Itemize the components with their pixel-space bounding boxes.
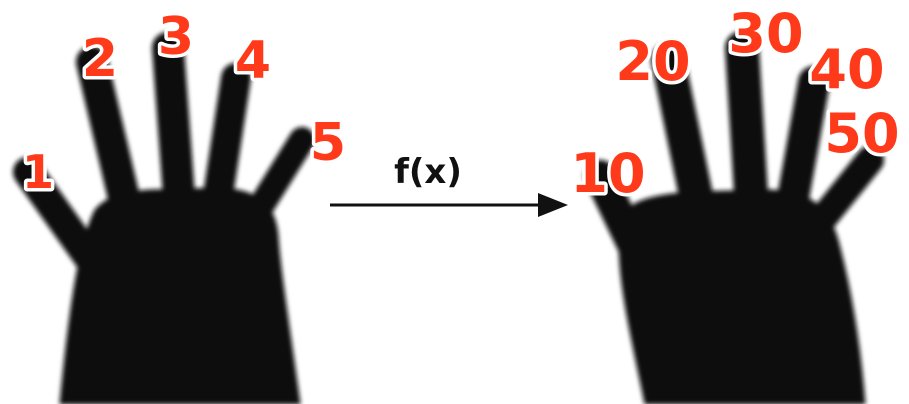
left-label-ring: 4 [235, 31, 271, 91]
left-label-thumb: 1 [22, 145, 54, 199]
right-hand-silhouette [584, 31, 884, 404]
left-label-index: 2 [82, 29, 118, 89]
arrowhead-icon [538, 193, 568, 217]
right-label-index: 20 [615, 30, 690, 93]
left-label-pinky: 5 [310, 113, 346, 173]
left-hand-silhouette [13, 32, 315, 404]
function-label: f(x) [394, 152, 462, 192]
right-label-pinky: 50 [824, 102, 899, 165]
right-label-middle: 30 [728, 2, 803, 65]
left-label-middle: 3 [158, 7, 194, 67]
right-label-thumb: 10 [570, 142, 645, 205]
right-label-ring: 40 [809, 38, 884, 101]
